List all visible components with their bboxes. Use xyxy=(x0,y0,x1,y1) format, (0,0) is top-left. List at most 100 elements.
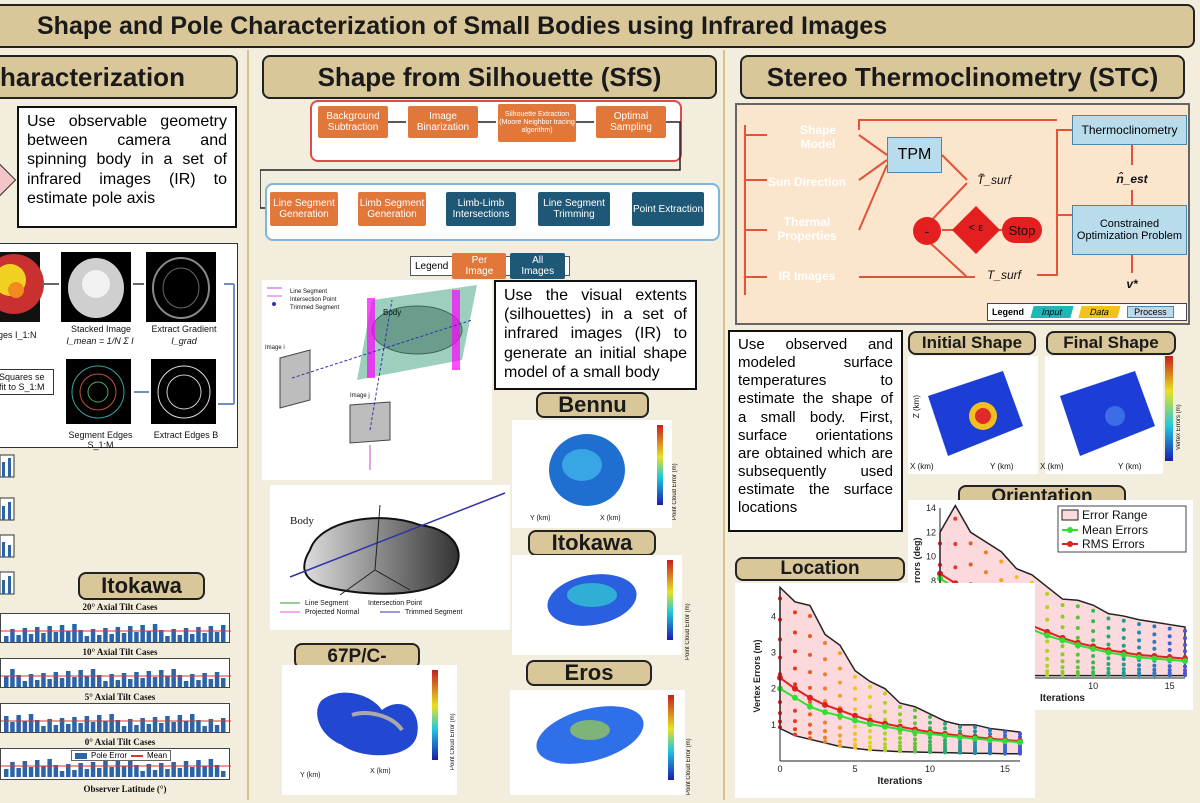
tilt-bar xyxy=(41,633,46,642)
tilt-bar xyxy=(183,681,189,687)
least-squares-label: Squares se fit to S_1:M xyxy=(0,369,54,395)
error-sample-point xyxy=(1060,659,1065,664)
error-sample-point xyxy=(1167,668,1172,673)
error-sample-point xyxy=(1091,660,1096,665)
legend-label-1: Mean Errors xyxy=(1082,523,1148,537)
flow-line-segment-trimming: Line Segment Trimming xyxy=(538,192,610,226)
tilt-bar xyxy=(16,675,21,687)
series-point-mean-errors xyxy=(942,732,948,739)
tilt-bar xyxy=(109,714,114,732)
data-v-star: v* xyxy=(1099,273,1165,295)
tilt-bar xyxy=(53,725,59,732)
error-sample-point xyxy=(953,565,958,570)
tilt-bar xyxy=(202,766,207,777)
flow-background-subtraction: Background Subtraction xyxy=(318,106,388,138)
tilt-bar xyxy=(22,761,28,777)
process-constrained-optimization: Constrained Optimization Problem xyxy=(1072,205,1187,255)
error-sample-point xyxy=(823,672,827,677)
error-sample-point xyxy=(838,693,842,698)
tilt-bar xyxy=(214,725,220,732)
tilt-bar xyxy=(90,669,96,687)
comet-point-cloud xyxy=(282,665,457,795)
tilt-bar xyxy=(47,719,52,732)
tilt-bar xyxy=(177,768,183,777)
bennu-point-cloud xyxy=(512,420,672,528)
tilt-bar xyxy=(10,762,15,777)
error-sample-point xyxy=(1183,649,1187,654)
pole-arrow-shape xyxy=(0,158,17,202)
error-sample-point xyxy=(868,728,872,733)
series-point-mean-errors xyxy=(972,735,978,742)
tilt-bar xyxy=(10,669,15,687)
itokawa-point-cloud xyxy=(512,555,682,655)
error-sample-point xyxy=(1045,663,1050,668)
error-sample-point xyxy=(1091,665,1096,670)
tilt-bar xyxy=(78,723,83,732)
y-tick-label: 14 xyxy=(926,503,936,513)
comet-cbar-label: Point Cloud Error (m) xyxy=(450,713,456,770)
tilt-bar xyxy=(4,716,9,732)
pole-description: Use observable geometry between camera a… xyxy=(17,106,237,228)
error-sample-point xyxy=(838,733,842,738)
tilt-xaxis-label: Observer Latitude (°) xyxy=(83,784,167,794)
error-sample-point xyxy=(1091,672,1096,677)
error-sample-point xyxy=(958,740,962,745)
error-sample-point xyxy=(913,708,917,713)
tilt-bar xyxy=(59,718,65,732)
location-label: Location xyxy=(735,557,905,581)
tilt-bar xyxy=(59,771,65,777)
y-tick-label: 12 xyxy=(926,527,936,537)
error-sample-point xyxy=(913,715,917,720)
tilt-bar xyxy=(146,724,152,732)
error-sample-point xyxy=(808,736,812,741)
error-sample-point xyxy=(808,712,812,717)
y-tick-label: 4 xyxy=(771,611,776,621)
error-sample-point xyxy=(1152,671,1157,676)
series-point-mean-errors xyxy=(1105,649,1112,656)
error-sample-point xyxy=(838,725,842,730)
tilt-bar xyxy=(190,714,195,732)
extract-edges-label: Extract Edges B xyxy=(153,430,219,440)
series-point-mean-errors xyxy=(867,721,873,728)
error-sample-point xyxy=(1075,665,1080,670)
error-sample-point xyxy=(1060,669,1065,674)
error-sample-point xyxy=(898,740,902,745)
error-sample-point xyxy=(988,732,992,737)
error-sample-point xyxy=(793,649,797,654)
error-sample-point xyxy=(1106,666,1111,671)
error-sample-point xyxy=(853,697,857,702)
flow-image-binarization: Image Binarization xyxy=(408,106,478,138)
tilt-bar xyxy=(53,672,59,687)
series-point-mean-errors xyxy=(1002,738,1008,745)
bennu-label: Bennu xyxy=(536,392,649,418)
error-sample-point xyxy=(1075,635,1080,640)
ir-images-label: ges I_1:N xyxy=(0,330,37,340)
x-tick-label: 5 xyxy=(852,764,857,774)
tilt-bar xyxy=(28,714,34,732)
tilt-bar xyxy=(196,680,201,687)
error-sample-point xyxy=(943,738,947,743)
initial-y-axis: Y (km) xyxy=(990,462,1014,471)
error-sample-point xyxy=(943,744,947,749)
tilt-bar xyxy=(109,767,114,777)
error-sample-point xyxy=(793,727,797,732)
tilt-bar xyxy=(66,764,71,777)
tilt-bar xyxy=(28,674,34,687)
series-point-mean-errors xyxy=(1120,651,1127,658)
tilt-bar xyxy=(115,627,121,642)
pole-pipeline-panel: Stacked Image I_mean = 1/N Σ I Extract G… xyxy=(0,243,238,450)
error-sample-point xyxy=(928,743,932,748)
tilt5-chart xyxy=(0,703,231,733)
tilt-bar xyxy=(171,629,176,642)
itokawa-label: Itokawa xyxy=(528,530,656,556)
error-sample-point xyxy=(968,562,973,567)
error-sample-point xyxy=(808,730,812,735)
error-sample-point xyxy=(883,731,887,736)
tilt-bar xyxy=(47,626,52,642)
tilt-bar xyxy=(90,722,96,732)
series-point-mean-errors xyxy=(1090,645,1097,652)
error-sample-point xyxy=(1060,665,1065,670)
tilt-bar xyxy=(35,680,40,687)
y-tick-label: 1 xyxy=(771,720,776,730)
